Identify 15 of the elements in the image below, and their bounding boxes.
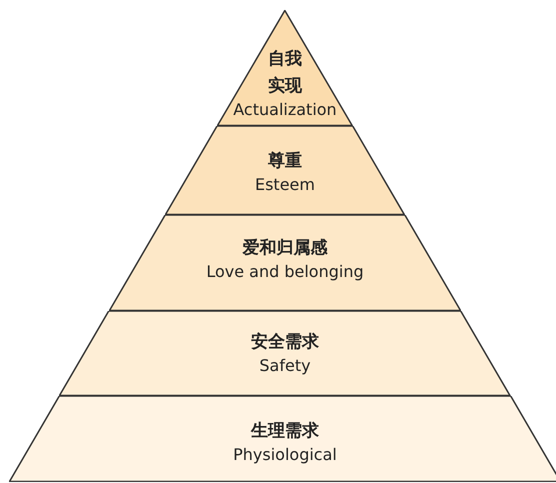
level-subtitle: Physiological xyxy=(232,445,338,465)
level-subtitle: Esteem xyxy=(254,175,316,195)
pyramid-level xyxy=(59,311,511,396)
pyramid-level xyxy=(9,396,556,482)
level-subtitle: Actualization xyxy=(232,100,338,120)
level-title: 尊重 xyxy=(266,150,303,173)
pyramid-level xyxy=(108,215,461,311)
level-title: 自我实现 xyxy=(266,48,303,98)
level-title: 爱和归属感 xyxy=(241,237,328,260)
level-subtitle: Love and belonging xyxy=(205,262,365,282)
pyramid-level xyxy=(217,10,353,126)
level-title: 生理需求 xyxy=(250,420,320,443)
pyramid-level xyxy=(165,126,405,215)
level-title: 安全需求 xyxy=(250,331,320,354)
level-subtitle: Safety xyxy=(258,356,312,376)
